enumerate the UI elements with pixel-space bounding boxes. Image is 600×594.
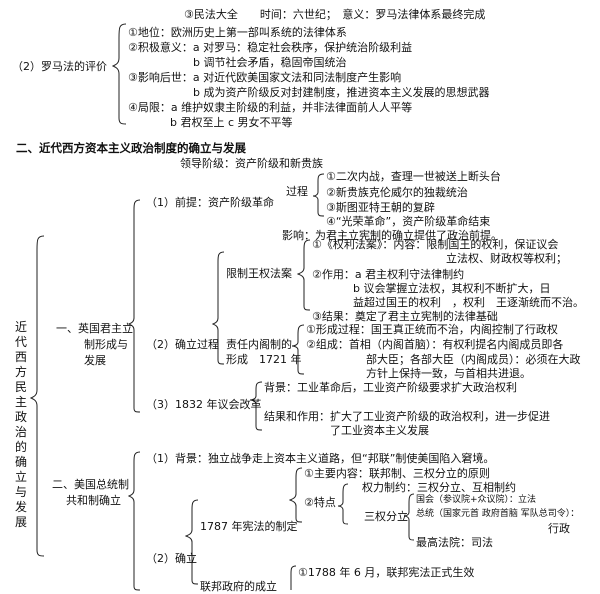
section-title: 二、近代西方资本主义政治制度的确立与发展 [16, 141, 246, 155]
us-executive: 行政 [548, 522, 570, 535]
roman-law-limit-a: ④局限：a 维护奴隶主阶级的利益，并非法律面前人人平等 [128, 101, 413, 114]
uk-label-2: 制形成与 [84, 338, 128, 351]
roman-law-positive-b: b 调节社会矛盾，稳固帝国统治 [193, 56, 347, 69]
us-establish: （2）确立 [146, 552, 197, 565]
roman-law-influence-b: b 成为资产阶级反对封建制度，推进资本主义发展的思想武器 [193, 86, 490, 99]
uk-influence: 影响：为君主立宪制的确立提供了政治前提。 [282, 229, 502, 242]
bill-line-1: ①《权利法案》：内容：限制国王的权利，保证议会 [312, 238, 559, 251]
roman-law-limit-b: b 君权至上 c 男女不平等 [170, 116, 293, 129]
civil-law-header: ③民法大全 时间：六世纪； 意义：罗马法律体系最终完成 [184, 8, 486, 21]
bill-line-5: 益超过国王的权利 ，权利 王逐渐统而不治。 [353, 296, 584, 309]
cabinet-line-1: ①形成过程：国王真正统而不治，内阁控制了行政权 [306, 323, 558, 336]
uk-process-4: ④“光荣革命”，资产阶级革命结束 [326, 215, 491, 228]
us-background: （1）背景：独立战争走上资本主义道路，但“邦联”制使美国陷入窘境。 [146, 452, 495, 465]
us-sep-label: 三权分立 [364, 510, 408, 523]
bill-line-2: 立法权、财政权等权利； [446, 252, 567, 265]
roman-law-status: ①地位：欧洲历史上第一部叫系统的法律体系 [128, 26, 347, 39]
uk-process-word: 过程 [286, 185, 308, 198]
vertical-label: 近代西方民主政治的确立与发展 [14, 320, 27, 529]
uk-establish: （2）确立过程 [146, 338, 219, 351]
uk-reform-label: （3）1832 年议会改革 [146, 398, 262, 411]
us-label-1: 二、美国总统制 [52, 478, 129, 491]
cabinet-label-1: 责任内阁制的 [226, 338, 292, 351]
us-features: ②特点 [304, 496, 336, 509]
us-congress: 国会（参议院+众议院）：立法 [416, 495, 537, 505]
us-federal-item: ①1788 年 6 月，联邦宪法正式生效 [298, 566, 475, 579]
reform-result-2: 了工业资本主义发展 [330, 424, 429, 437]
us-constitution: 1787 年宪法的制定 [200, 520, 298, 533]
reform-background: 背景：工业革命后，工业资产阶级要求扩大政治权利 [264, 381, 517, 394]
reform-result-1: 结果和作用：扩大了工业资产阶级的政治权利，进一步促进 [264, 410, 550, 423]
uk-label-3: 发展 [84, 354, 106, 367]
us-federal: 联邦政府的成立 [200, 580, 277, 593]
bill-line-3: ②作用：a 君主权利守法律制约 [312, 268, 465, 281]
roman-law-positive-a: ②积极意义：a 对罗马：稳定社会秩序，保护统治阶级利益 [128, 41, 413, 54]
us-president: 总统（国家元首 政府首脑 军队总司令）： [416, 509, 580, 519]
us-court: 最高法院：司法 [416, 536, 493, 549]
roman-law-influence-a: ③影响后世：a 对近代欧美国家文法和同法制度产生影响 [128, 71, 402, 84]
uk-process-1: ①二次内战，查理一世被送上断头台 [326, 170, 501, 183]
us-main-content: ①主要内容：联邦制、三权分立的原则 [304, 467, 490, 480]
uk-leader: 领导阶级：资产阶级和新贵族 [180, 157, 323, 170]
uk-process-3: ③斯图亚特王朝的复辟 [326, 201, 435, 214]
us-power-limit: 权力制约：三权分立、互相制约 [362, 481, 516, 494]
cabinet-label-2: 形成 1721 年 [226, 353, 302, 366]
roman-law-evaluation-label: （2）罗马法的评价 [12, 60, 107, 73]
bill-line-4: b 议会掌握立法权，其权利不断扩大，日 [353, 282, 551, 295]
uk-process-2: ②新贵族克伦威尔的独裁统治 [326, 186, 468, 199]
uk-label-1: 一、英国君主立 [56, 322, 133, 335]
us-label-2: 共和制确立 [66, 494, 121, 507]
uk-limit-label: 限制王权法案 [226, 267, 292, 280]
bill-line-6: ③结果：奠定了君主立宪制的法律基础 [312, 310, 498, 323]
cabinet-line-3: 部大臣；各部大臣（内阁成员）：必须在大政 [366, 353, 581, 366]
cabinet-line-2: ②组成：首相（内阁首脑）：有权利提名内阁成员即各 [306, 338, 564, 351]
cabinet-line-4: 方针上保持一致，与首相共进退。 [366, 367, 531, 380]
uk-premise: （1）前提：资产阶级革命 [146, 196, 274, 209]
